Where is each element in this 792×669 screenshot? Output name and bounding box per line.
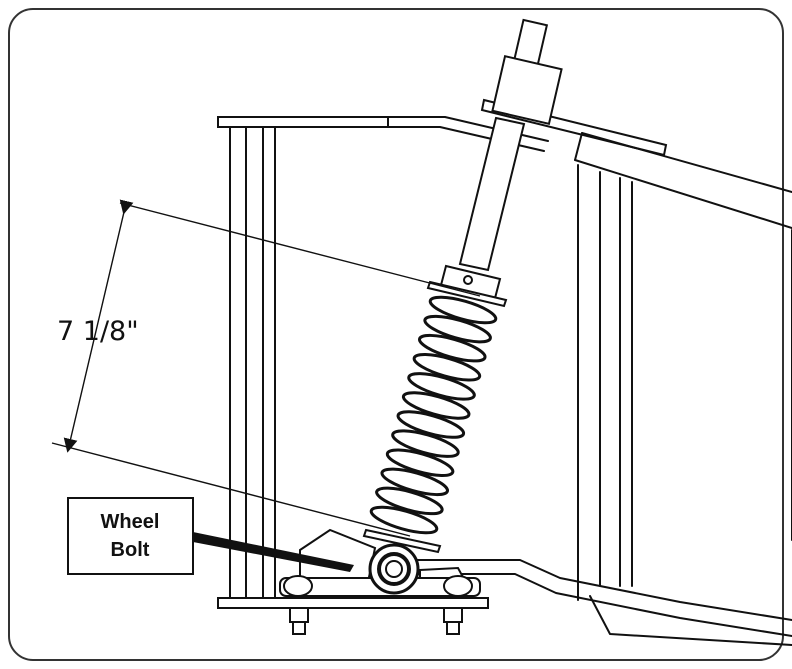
dimension-label: 7 1/8" [57, 316, 139, 347]
spring-coil-turn [380, 467, 450, 497]
spring-lower-seat [362, 528, 442, 554]
spring-coil-turn [417, 333, 487, 363]
spring-coil-turn [396, 410, 466, 439]
shock-rod [458, 18, 563, 272]
right-frame-post [577, 164, 792, 601]
spring-coil-turn [412, 353, 482, 382]
wheel-bolt-callout: Wheel Bolt [67, 497, 354, 575]
coil-spring [369, 295, 498, 535]
left-frame-post [217, 116, 389, 599]
wheel-bolt [368, 543, 420, 595]
spring-coil-turn [407, 372, 476, 401]
spring-coil-turn [428, 295, 498, 325]
callout-arrow [193, 532, 354, 572]
callout-line-1: Wheel [101, 511, 160, 533]
spring-coil-turn [369, 505, 439, 535]
spring-coil-turn [391, 429, 460, 458]
spring-coil-turn [401, 391, 471, 420]
frame-border [8, 8, 784, 661]
lower-arm [409, 559, 792, 646]
callout-line-2: Bolt [111, 539, 150, 561]
spring-coil-turn [423, 314, 492, 344]
spring-coil-turn [385, 448, 455, 477]
spring-coil-turn [375, 486, 444, 516]
dimension-lines [51, 199, 481, 537]
